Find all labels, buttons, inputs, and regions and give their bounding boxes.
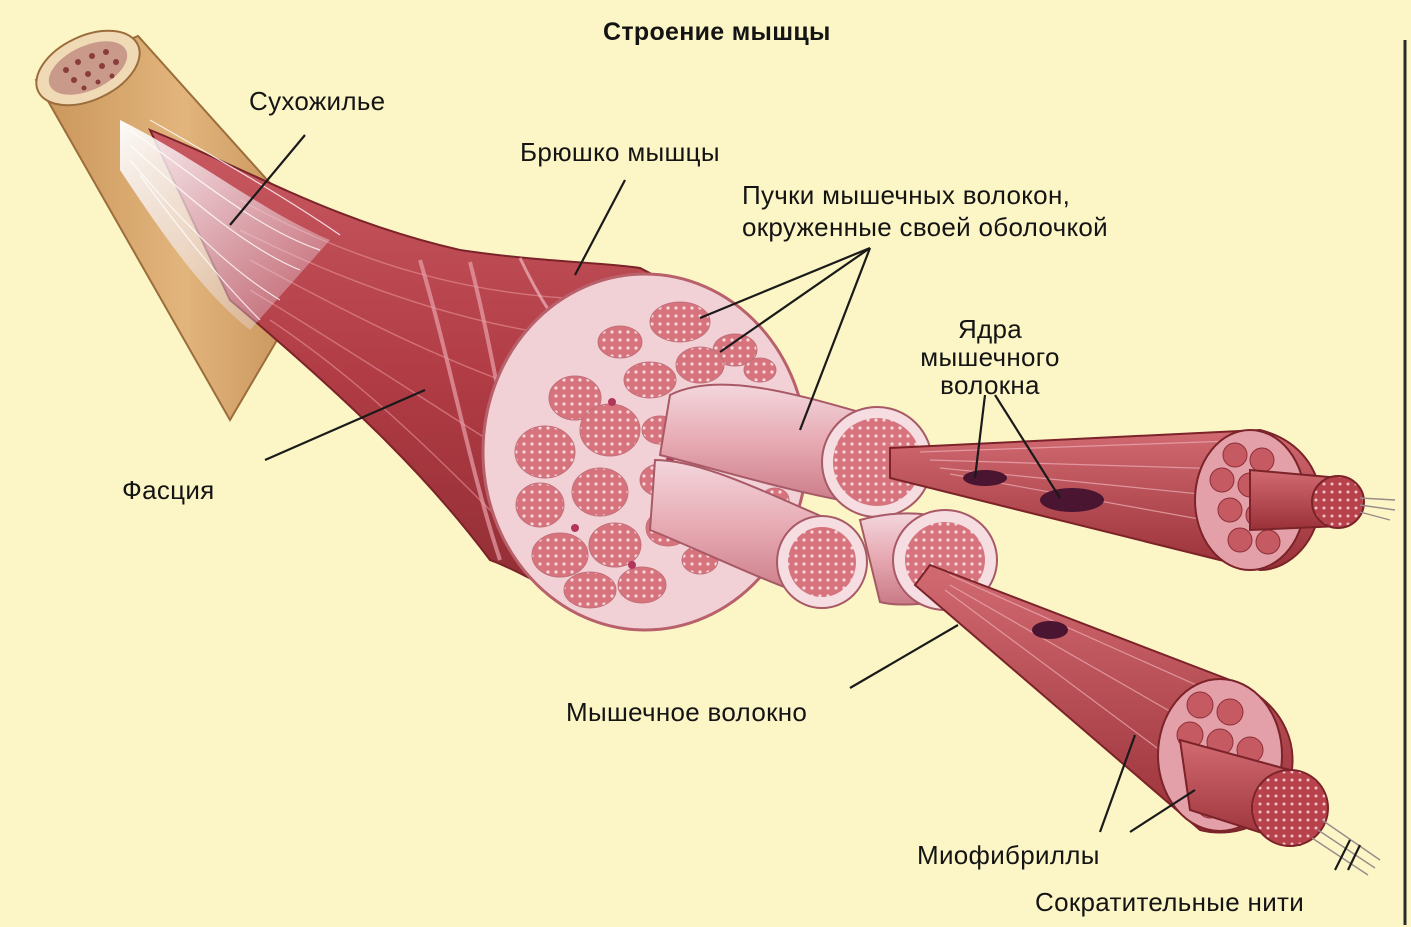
label-contractile-filaments: Сократительные нити [1035,887,1304,917]
label-muscle-fiber: Мышечное волокно [566,697,807,727]
label-myofibrils: Миофибриллы [917,840,1100,870]
bundle-section [564,572,616,608]
label-bundles-line1: Пучки мышечных волокон, [742,180,1070,210]
bundle-section [580,404,640,456]
bundle-section [618,567,666,603]
bundle-section [532,533,588,577]
blood-vessel [571,524,579,532]
bundle-section [744,358,776,382]
label-tendon: Сухожилье [249,86,385,116]
blood-vessel [608,398,616,406]
bundle-section [515,426,575,478]
label-nuclei-line2: мышечного [895,342,1085,372]
bundle-section [516,483,564,527]
diagram-title: Строение мышцы [603,17,831,47]
label-nuclei-line3: волокна [895,370,1085,400]
label-bundles-line2: окруженные своей оболочкой [742,212,1108,242]
label-muscle-belly: Брюшко мышцы [520,137,720,167]
bundle-section [624,362,676,398]
bundle-section [572,468,628,516]
bundle-section [650,302,710,342]
label-fascia: Фасция [122,475,215,505]
bundle-section [589,523,641,567]
label-nuclei-line1: Ядра [895,314,1085,344]
bundle-section [676,347,724,383]
bundle-section [598,326,642,358]
blood-vessel [628,561,636,569]
